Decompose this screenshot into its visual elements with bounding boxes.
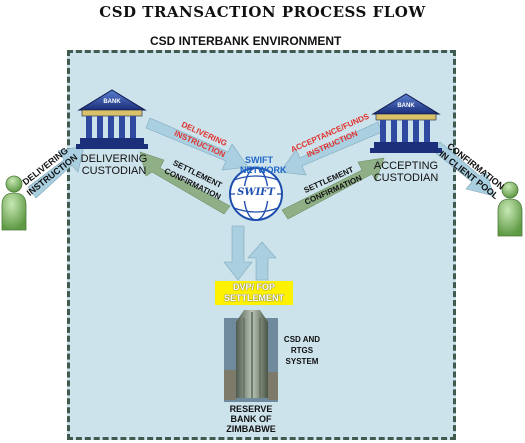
reserve-bank-label: RESERVE BANK OF ZIMBABWE — [226, 404, 276, 434]
environment-label: CSD INTERBANK ENVIRONMENT — [150, 34, 342, 48]
delivering-bank-icon — [76, 89, 148, 149]
accepting-client-person-icon — [497, 181, 523, 237]
arrow-acceptance-funds-instruction — [279, 121, 383, 176]
delivering-client-person-icon — [1, 175, 27, 231]
arrow-delivering-instruction-top — [145, 117, 249, 171]
arrow-confirmation-in-client-pool — [431, 141, 495, 197]
arrow-up-from-settlement — [247, 241, 277, 281]
arrow-down-to-settlement — [223, 225, 253, 281]
csd-rtgs-system-label: CSD AND RTGS SYSTEM — [283, 335, 321, 366]
arrow-settlement-confirmation-right — [281, 157, 385, 220]
diagram-title: CSD TRANSACTION PROCESS FLOW — [99, 3, 426, 21]
accepting-bank-icon — [370, 93, 442, 153]
swift-globe-icon — [229, 167, 283, 221]
arrow-settlement-confirmation-left — [139, 151, 231, 215]
reserve-bank-building-icon — [224, 310, 278, 402]
accepting-bank-sign: BANK — [397, 103, 415, 109]
accepting-custodian-label: ACCEPTING CUSTODIAN — [373, 160, 439, 184]
swift-logo-text: SWIFT — [237, 187, 275, 198]
swift-network-label: SWIFT NETWORK — [240, 155, 287, 175]
delivering-custodian-label: DELIVERING CUSTODIAN — [80, 153, 148, 177]
delivering-bank-sign: BANK — [103, 99, 121, 105]
arrow-delivering-instruction-left — [27, 145, 85, 199]
dvp-fop-settlement-box: DVP/ FOP SETTLEMENT — [215, 281, 293, 305]
